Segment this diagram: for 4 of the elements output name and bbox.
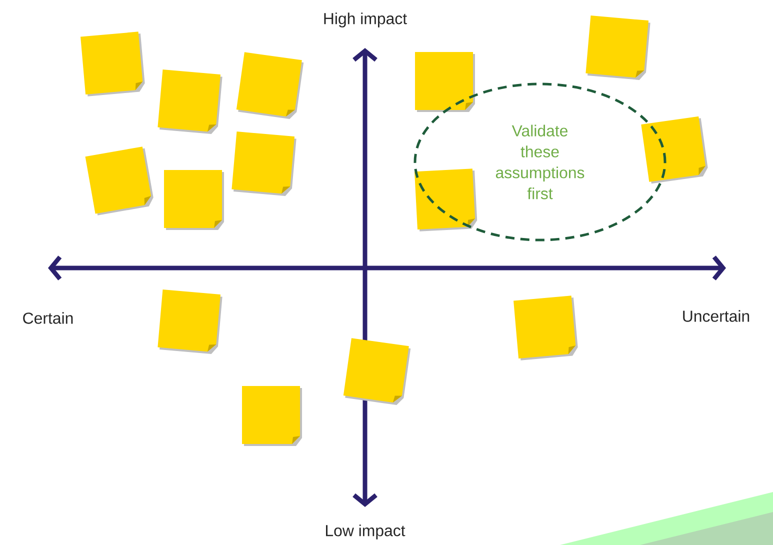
axis-label: Certain [23,312,73,324]
axis-label: Uncertain [683,310,750,322]
axis-label: Low impact [326,524,406,540]
axis-label: High impact [324,12,407,28]
